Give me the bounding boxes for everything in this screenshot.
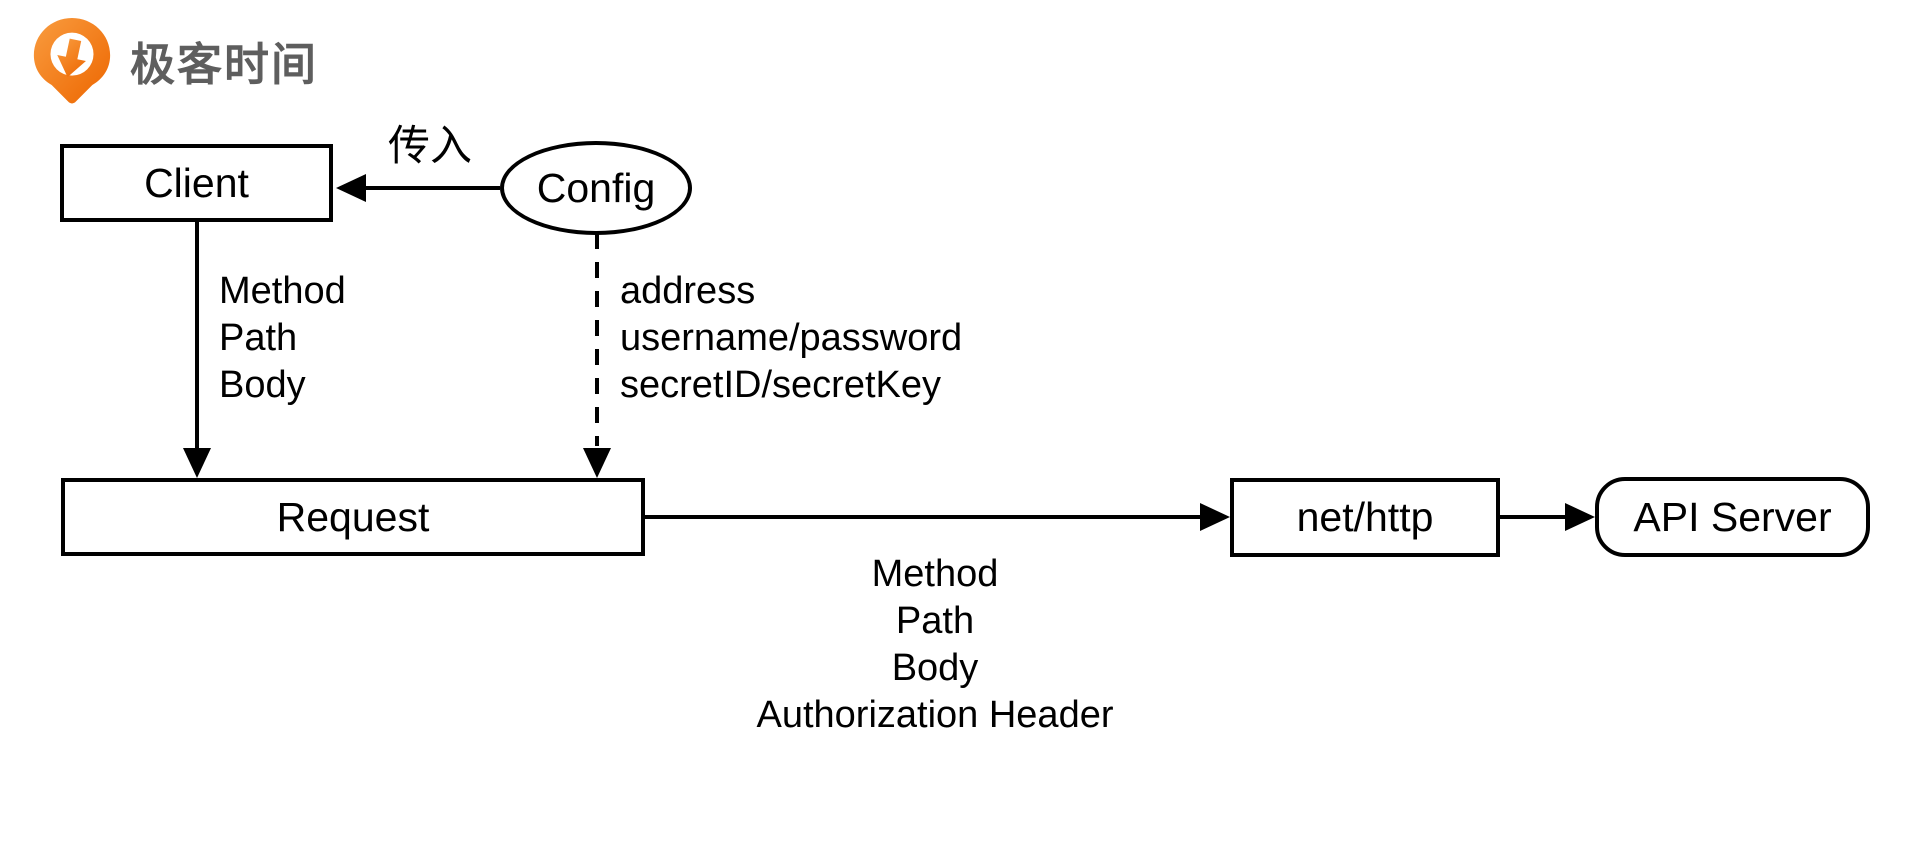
client-node-label: Client [144, 159, 249, 206]
nethttp-node: net/http [1230, 478, 1500, 557]
edge-label-line: Body [891, 647, 979, 689]
client-to-request-arrow [183, 222, 211, 478]
edge-label-line: Method [219, 270, 346, 312]
edge-label-line: secretID/secretKey [620, 364, 941, 406]
request-node-label: Request [276, 493, 430, 540]
brand-name: 极客时间 [130, 38, 319, 90]
request-to-nethttp-arrow [645, 503, 1230, 531]
apiserver-node: API Server [1595, 477, 1870, 557]
client-to-request-edge-label: Method Path Body [219, 268, 346, 409]
config-to-client-edge-label: 传入 [387, 122, 472, 169]
config-to-client-arrow [336, 174, 500, 202]
config-node: Config [500, 141, 692, 235]
request-to-nethttp-edge-label: Method Path Body Authorization Header [635, 551, 1235, 739]
config-node-label: Config [536, 164, 656, 211]
edge-label-line: Body [219, 364, 306, 406]
edge-label-line: Authorization Header [756, 694, 1114, 736]
edge-label-line: Path [895, 600, 975, 642]
config-to-request-dashed-arrow [583, 233, 611, 478]
edge-label-line: username/password [620, 317, 963, 359]
brand-logo: 极客时间 [28, 14, 318, 106]
nethttp-node-label: net/http [1296, 494, 1434, 540]
geektime-logo-icon [33, 17, 111, 104]
apiserver-node-label: API Server [1633, 493, 1832, 540]
client-node: Client [60, 144, 333, 222]
edge-label-line: Method [871, 553, 999, 595]
edge-label-line: Path [219, 317, 298, 359]
request-node: Request [61, 478, 645, 556]
edge-label-line: address [620, 270, 756, 312]
config-to-request-edge-label: address username/password secretID/secre… [620, 268, 962, 409]
nethttp-to-apiserver-arrow [1500, 503, 1595, 531]
